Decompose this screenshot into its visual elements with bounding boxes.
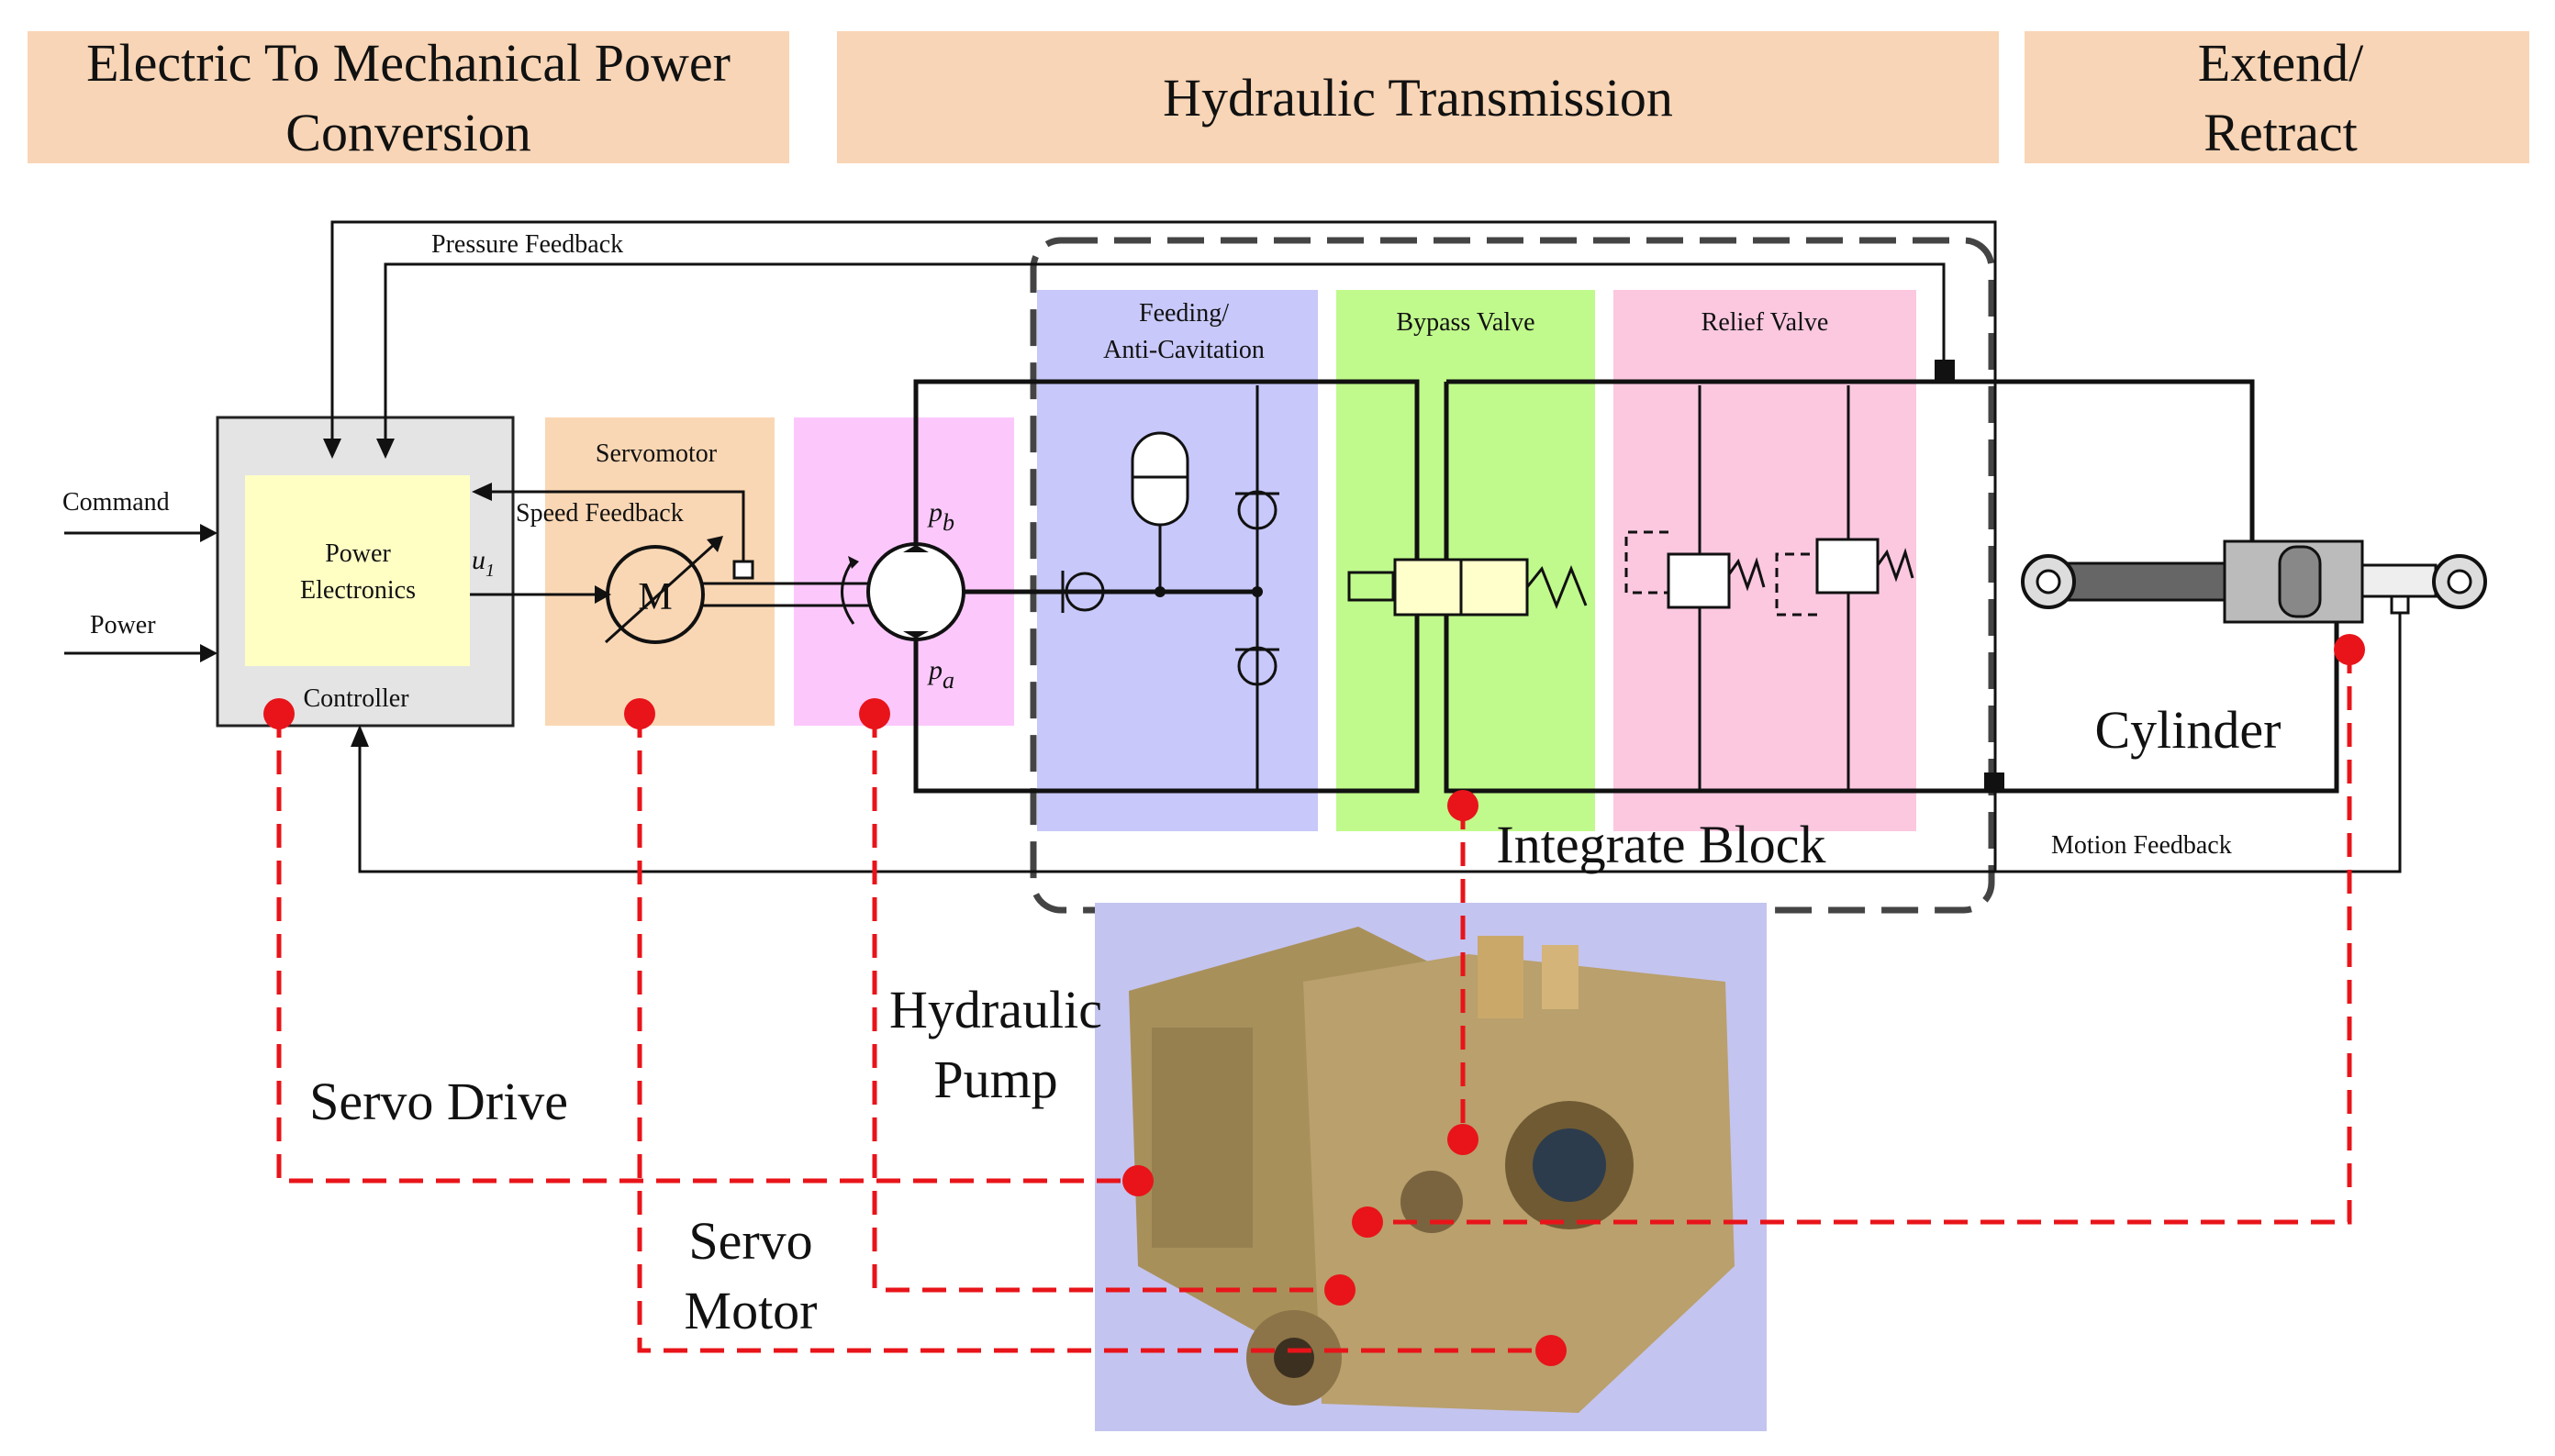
hydraulic-pump-label-line1: Hydraulic [889, 980, 1102, 1039]
power-electronics-box [245, 475, 470, 666]
power-label: Power [90, 611, 156, 639]
u1-symbol: u1 [472, 545, 495, 581]
header-hydraulic-text: Hydraulic Transmission [1163, 68, 1673, 128]
actuator-photo [1095, 903, 1767, 1431]
servomotor-label: Servomotor [596, 439, 718, 468]
feeding-box [1037, 290, 1318, 831]
servomotor-symbol: M [604, 536, 870, 644]
header-extend: Extend/ Retract [2025, 31, 2529, 163]
signal-wires [64, 220, 2402, 873]
motion-feedback-label: Motion Feedback [2051, 831, 2232, 860]
feeding-label-line1: Feeding/ [1139, 299, 1229, 328]
feeding-label-line2: Anti-Cavitation [1103, 336, 1265, 364]
header-extend-line2: Retract [2204, 103, 2357, 162]
hydraulic-pump-label-line2: Pump [933, 1050, 1057, 1109]
pb-symbol: pb [927, 497, 954, 536]
command-label: Command [62, 488, 170, 517]
relief-valve-label: Relief Valve [1701, 308, 1829, 337]
header-hydraulic: Hydraulic Transmission [837, 31, 1999, 163]
pa-symbol: pa [927, 655, 954, 694]
controller-label: Controller [303, 684, 409, 713]
servo-motor-label-line2: Motor [685, 1281, 818, 1340]
power-electronics-line2: Electronics [300, 576, 416, 605]
servo-drive-label: Servo Drive [309, 1072, 568, 1131]
header-extend-line1: Extend/ [2198, 33, 2364, 93]
header-electric: Electric To Mechanical Power Conversion [28, 31, 789, 163]
speed-feedback-label: Speed Feedback [516, 499, 684, 528]
callout-lines [276, 650, 2352, 1353]
hydraulic-lines [913, 379, 2339, 794]
callout-dots [263, 634, 2365, 1366]
servo-motor-label-line1: Servo [688, 1211, 812, 1271]
header-electric-line2: Conversion [285, 103, 530, 162]
pressure-feedback-label: Pressure Feedback [431, 230, 623, 259]
header-electric-line1: Electric To Mechanical Power [86, 33, 731, 93]
bypass-valve-label: Bypass Valve [1396, 308, 1534, 337]
cylinder-label: Cylinder [2095, 700, 2282, 760]
integrate-block-label: Integrate Block [1496, 815, 1825, 874]
power-electronics-line1: Power [325, 539, 391, 568]
cylinder-symbol [2021, 539, 2487, 624]
